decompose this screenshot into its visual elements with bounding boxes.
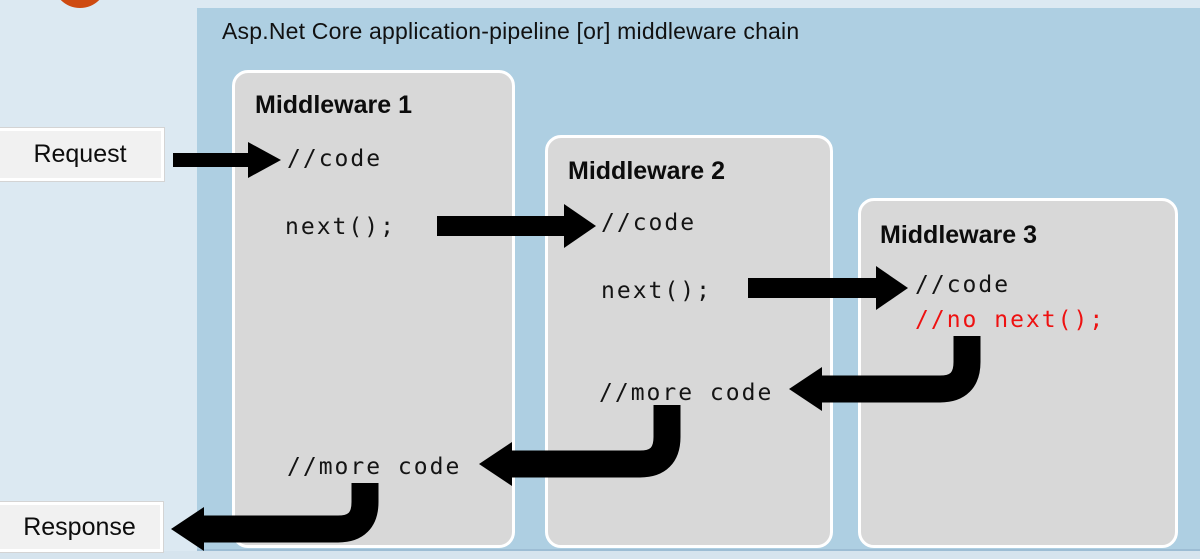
middleware-1-next-line: next();: [285, 214, 396, 240]
bottom-strip: [0, 551, 1200, 559]
request-label: Request: [0, 127, 165, 182]
middleware-3-title: Middleware 3: [880, 221, 1037, 249]
request-label-text: Request: [33, 140, 127, 168]
middleware-2-next-line: next();: [601, 278, 712, 304]
middleware-1-more-code-line: //more code: [287, 454, 462, 480]
middleware-3-code-line: //code: [915, 272, 1011, 298]
middleware-2-box: Middleware 2 //code next(); //more code: [545, 135, 833, 548]
orange-circle-icon: [53, 0, 107, 8]
middleware-1-box: Middleware 1 //code next(); //more code: [232, 70, 515, 548]
middleware-3-no-next-line: //no next();: [915, 307, 1106, 333]
response-label-text: Response: [23, 512, 136, 541]
middleware-2-title: Middleware 2: [568, 157, 725, 185]
middleware-1-code-line: //code: [287, 146, 383, 172]
panel-title: Asp.Net Core application-pipeline [or] m…: [222, 18, 800, 44]
middleware-1-title: Middleware 1: [255, 91, 412, 119]
middleware-2-more-code-line: //more code: [599, 380, 774, 406]
response-label: Response: [0, 501, 164, 553]
middleware-3-box: Middleware 3 //code //no next();: [858, 198, 1178, 548]
middleware-2-code-line: //code: [601, 210, 697, 236]
